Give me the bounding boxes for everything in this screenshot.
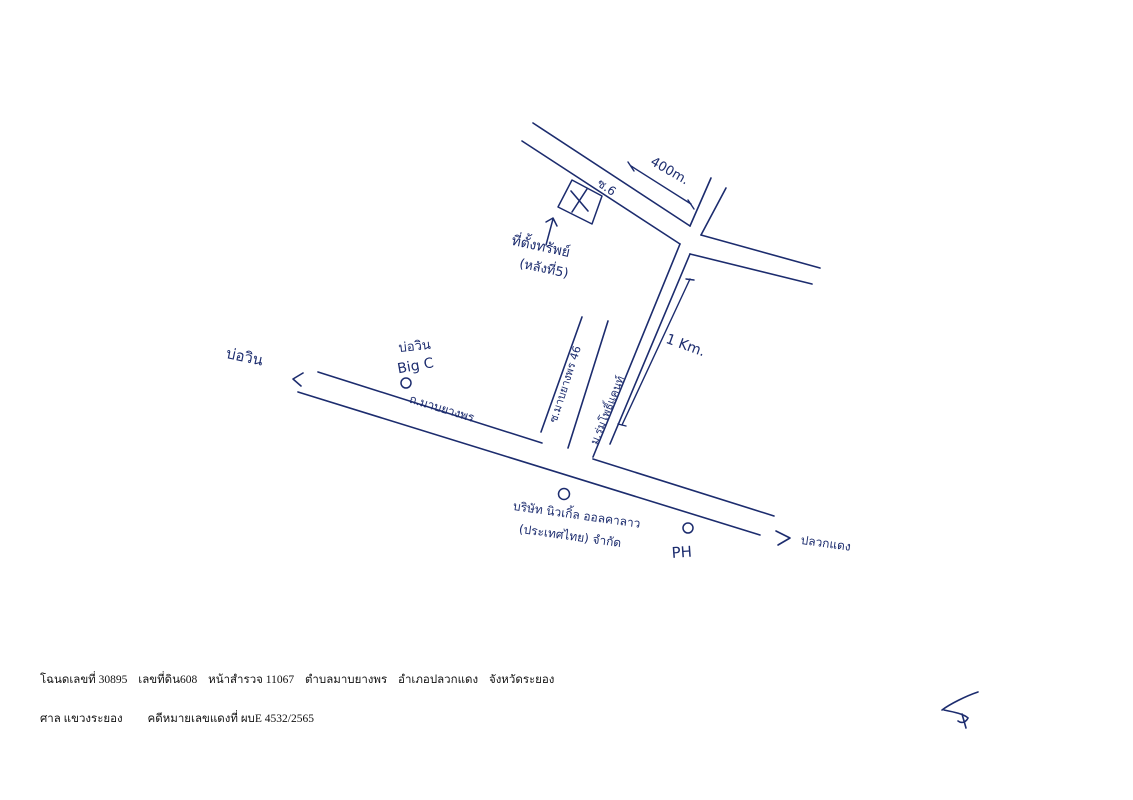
soi-46-label: ซ.มาบยางพร 46 [547,344,584,424]
distance-400-marker [627,161,695,210]
soi-6-label: ซ.6 [595,176,619,199]
case-number: คดีหมายเลขแดงที่ ผบE 4532/2565 [147,713,314,725]
soi-46-road [540,316,609,449]
property-marker [557,179,603,225]
bigc-label-line1: บ่อวิน [398,338,432,356]
land-number: เลขที่ดิน608 [138,674,198,686]
property-label-line1: ที่ตั้งทรัพย์ [510,230,572,261]
ph-landmark-icon [682,522,694,534]
deed-info-line: โฉนดเลขที่ 30895 เลขที่ดิน608 หน้าสำรวจ … [40,671,562,689]
main-road-label: ถ.มาบยางพร [408,392,477,425]
arrow-right-icon [775,530,791,546]
direction-left-label: บ่อวิน [225,344,265,369]
distance-1km-label: 1 Km. [664,331,708,360]
province: จังหวัดระยอง [488,674,555,686]
bigc-label-line2: Big C [396,355,435,377]
bigc-landmark-icon [400,377,412,389]
court-info-line: ศาล แขวงระยอง คดีหมายเลขแดงที่ ผบE 4532/… [40,710,322,728]
company-landmark-icon [557,487,571,501]
ph-label: PH [671,543,693,562]
district: อำเภอปลวกแดง [398,674,479,686]
subdistrict: ตำบลมาบยางพร [304,674,388,686]
distance-400-label: 400m. [648,154,692,188]
signature-icon [941,691,979,729]
deed-number: โฉนดเลขที่ 30895 [40,674,128,686]
distance-1km-marker [617,278,695,427]
property-arrow-icon [545,217,558,246]
court-name: ศาล แขวงระยอง [40,713,123,725]
soi-6-road [521,122,821,285]
village-road [592,243,691,458]
arrow-left-icon [292,372,304,387]
village-road-label: ม.ร่มโพธิ์แคนท์ [586,373,627,446]
direction-right-label: ปลวกแดง [800,533,852,554]
main-road [297,371,775,536]
survey-page: หน้าสำรวจ 11067 [208,674,295,686]
